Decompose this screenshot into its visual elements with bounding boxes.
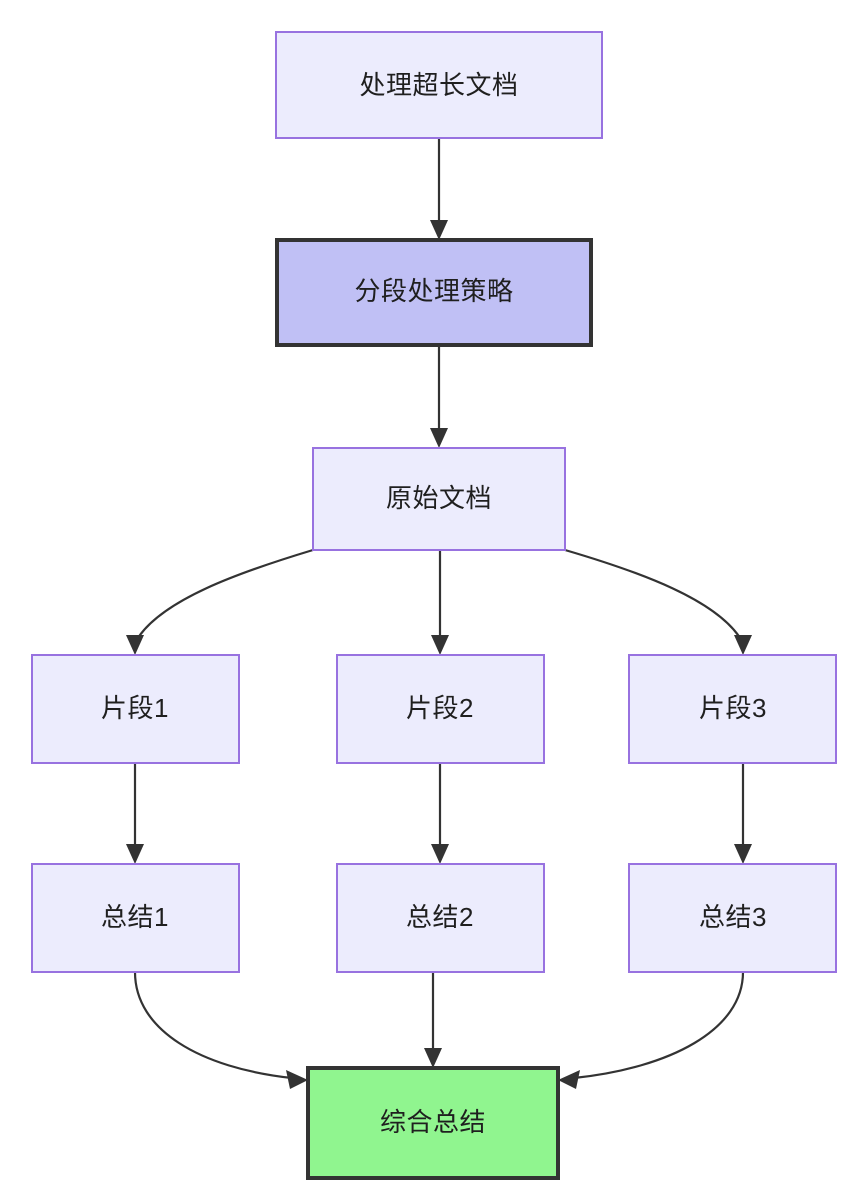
edge-strategy-to-raw-doc	[430, 345, 448, 448]
node-summary-1-shape[interactable]	[31, 863, 240, 973]
edge-chunk-1-to-summary-1	[126, 763, 144, 864]
node-doc-task[interactable]: 处理超长文档	[275, 31, 603, 139]
node-summary-2[interactable]: 总结2	[336, 863, 545, 973]
node-chunk-1-shape[interactable]	[31, 654, 240, 764]
node-final-shape[interactable]	[306, 1066, 560, 1180]
node-summary-2-label: 总结2	[406, 902, 474, 932]
node-summary-3-label: 总结3	[699, 902, 767, 932]
node-raw-doc-label: 原始文档	[386, 483, 492, 513]
edge-chunk-2-to-summary-2	[431, 763, 449, 864]
node-chunk-3-shape[interactable]	[628, 654, 837, 764]
node-summary-1-label: 总结1	[101, 902, 169, 932]
node-strategy-label: 分段处理策略	[354, 276, 513, 306]
node-summary-1[interactable]: 总结1	[31, 863, 240, 973]
node-summary-3[interactable]: 总结3	[628, 863, 837, 973]
node-chunk-3-label: 片段3	[699, 693, 767, 723]
node-summary-3-shape[interactable]	[628, 863, 837, 973]
node-chunk-3[interactable]: 片段3	[628, 654, 837, 764]
node-chunk-2-shape[interactable]	[336, 654, 545, 764]
node-raw-doc[interactable]: 原始文档	[312, 447, 566, 551]
edge-raw-doc-to-chunk-3	[564, 548, 752, 655]
node-doc-task-label: 处理超长文档	[359, 70, 518, 100]
node-chunk-1[interactable]: 片段1	[31, 654, 240, 764]
node-strategy[interactable]: 分段处理策略	[275, 238, 593, 347]
node-chunk-1-label: 片段1	[101, 693, 169, 723]
node-summary-2-shape[interactable]	[336, 863, 545, 973]
node-final-label: 综合总结	[380, 1107, 486, 1137]
edge-summary-1-to-final	[133, 971, 308, 1089]
edge-summary-3-to-final	[558, 971, 745, 1089]
node-final[interactable]: 综合总结	[306, 1066, 560, 1180]
edge-summary-2-to-final	[424, 972, 442, 1068]
node-layer: 处理超长文档 分段处理策略 原始文档 片段1 片段2 片段3 总结1	[31, 31, 837, 1180]
node-doc-task-shape[interactable]	[275, 31, 603, 139]
node-strategy-shape[interactable]	[275, 238, 593, 347]
edge-layer	[126, 138, 752, 1089]
node-raw-doc-shape[interactable]	[312, 447, 566, 551]
node-chunk-2-label: 片段2	[406, 693, 474, 723]
node-chunk-2[interactable]: 片段2	[336, 654, 545, 764]
edge-chunk-3-to-summary-3	[734, 763, 752, 864]
edge-doc-task-to-strategy	[430, 138, 448, 240]
edge-raw-doc-to-chunk-2	[431, 550, 449, 655]
edge-raw-doc-to-chunk-1	[126, 548, 314, 655]
